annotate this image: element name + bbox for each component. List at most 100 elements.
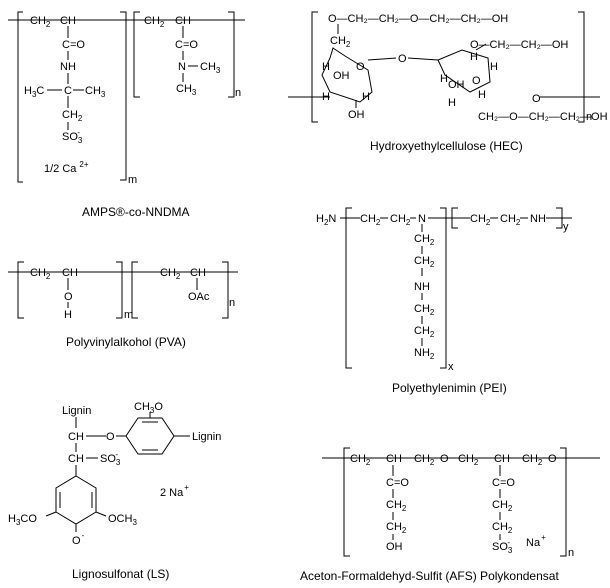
afs-o-mid: O (440, 453, 449, 465)
ls-so3: SO3- (100, 450, 121, 467)
afs-o-end: O (548, 453, 557, 465)
afs-ch2-1: CH2 (350, 453, 371, 467)
structure-amps-co-nndma: CH2 CH CH2 CH C=O NH H3C C CH3 CH2 SO3- … (8, 11, 245, 219)
pva-index-n: n (229, 297, 235, 309)
amps-n: N (178, 61, 186, 73)
pei-ch2-v4: CH2 (414, 325, 435, 339)
pva-ch2-a: CH2 (30, 267, 51, 281)
pei-ch2-v2: CH2 (414, 255, 435, 269)
pei-n-branch: N (418, 213, 426, 225)
afs-oh: OH (386, 541, 403, 553)
ls-och3: OCH3 (108, 513, 137, 527)
ls-h3co: H3CO (8, 513, 37, 527)
caption-ls: Lignosulfonat (LS) (72, 567, 169, 581)
pva-ch-a: CH (62, 267, 78, 279)
ls-lignin-right: Lignin (192, 431, 221, 443)
structure-pva: CH2 CH O H CH2 CH OAc m n Polyvinylalkoh… (8, 261, 238, 349)
hec-oh2: OH (348, 109, 365, 121)
afs-ch2-d: CH2 (492, 521, 513, 535)
caption-amps: AMPS®-co-NNDMA (82, 205, 190, 219)
afs-ch2-b: CH2 (386, 521, 407, 535)
afs-c-o-1: C=O (386, 477, 409, 489)
amps-ch2-a: CH2 (30, 15, 51, 29)
hec-top-chain: O—CH₂—CH₂—O—CH₂—CH₂—OH (328, 13, 508, 25)
pei-index-x: x (448, 361, 454, 373)
pei-ch2-4: CH2 (500, 213, 521, 227)
pva-ch-b: CH (190, 267, 206, 279)
ls-ch-2: CH (68, 453, 84, 465)
amps-ch-a: CH (60, 15, 76, 27)
afs-ch2-a: CH2 (386, 499, 407, 513)
hec-o-bridge: O (398, 53, 407, 65)
pva-ch2-b: CH2 (160, 267, 181, 281)
afs-ch2-o-2: CH2 (522, 453, 543, 467)
amps-ch3-right: CH3 (85, 85, 106, 99)
hec-o-ring2: O (472, 75, 481, 87)
structure-ls: Lignin CH O CH3O Lignin CH SO3- H3CO OCH… (8, 401, 221, 581)
pva-oac: OAc (188, 291, 210, 303)
afs-na: Na+ (526, 533, 546, 549)
hec-right-chain: O—CH₂—CH₂—OH (470, 39, 568, 51)
amps-index-n: n (235, 87, 241, 99)
structure-hec: O—CH₂—CH₂—O—CH₂—CH₂—OH CH2 H OH O H H OH… (288, 11, 608, 153)
hec-o-ring1: O (356, 61, 365, 73)
caption-pva: Polyvinylalkohol (PVA) (66, 335, 186, 349)
hec-h7: H (478, 89, 486, 101)
pva-o: O (64, 291, 73, 303)
ls-lignin-top: Lignin (62, 405, 91, 417)
hec-h3: H (362, 91, 370, 103)
hec-oh3: OH (448, 79, 465, 91)
amps-c-o-1: C=O (62, 39, 85, 51)
hec-h6: H (470, 51, 478, 63)
amps-so3: SO3- (62, 128, 83, 145)
structure-pei: H2N CH2 CH2 N CH2 CH2 NH CH2 CH2 NH CH2 … (316, 207, 572, 395)
afs-index-n: n (568, 547, 574, 559)
afs-so3: SO3- (492, 538, 513, 555)
afs-ch-1: CH (386, 453, 402, 465)
amps-ch2-c: CH2 (62, 109, 83, 123)
pei-ch2-v1: CH2 (414, 233, 435, 247)
pei-ch2-3: CH2 (470, 213, 491, 227)
hec-index-n: n (586, 111, 592, 123)
pei-index-y: y (563, 221, 569, 233)
afs-ch2-c: CH2 (492, 499, 513, 513)
pei-ch2-v3: CH2 (414, 303, 435, 317)
hec-ch2-top-left: CH2 (330, 35, 351, 49)
hec-h1: H (322, 61, 330, 73)
ls-o-link: O (106, 431, 115, 443)
afs-ch2-2: CH2 (458, 453, 479, 467)
amps-c-o-2: C=O (175, 39, 198, 51)
hec-o-right: O (532, 93, 541, 105)
ls-ch-1: CH (68, 431, 84, 443)
amps-nh: NH (60, 61, 76, 73)
pva-h: H (64, 309, 72, 321)
pei-nh-v: NH (414, 281, 430, 293)
amps-c-center: C (64, 85, 72, 97)
ls-o-minus: O- (72, 531, 85, 547)
ls-na: 2 Na+ (160, 483, 189, 499)
caption-hec: Hydroxyethylcellulose (HEC) (370, 139, 523, 153)
caption-afs: Aceton-Formaldehyd-Sulfit (AFS) Polykond… (300, 569, 559, 583)
hec-h2: H (322, 91, 330, 103)
amps-ch-b: CH (175, 15, 191, 27)
pei-ch2-2: CH2 (390, 213, 411, 227)
caption-pei: Polyethylenimin (PEI) (392, 381, 507, 395)
hec-oh1: OH (333, 70, 350, 82)
structure-afs: CH2 CH CH2 O CH2 CH CH2 O C=O CH2 CH2 OH… (300, 447, 600, 583)
afs-ch2-o-1: CH2 (414, 453, 435, 467)
ls-ch3o-top: CH3O (134, 401, 163, 415)
amps-h3c: H3C (24, 85, 44, 99)
pei-ch2-1: CH2 (360, 213, 381, 227)
pei-nh2: NH2 (414, 347, 435, 361)
afs-ch-2: CH (494, 453, 510, 465)
afs-c-o-2: C=O (492, 477, 515, 489)
hec-h4: H (440, 73, 448, 85)
hec-bottom-chain: CH₂—O—CH₂—CH₂—OH (478, 111, 608, 123)
pei-nh-chain: NH (530, 213, 546, 225)
amps-n-ch3-down: CH3 (176, 83, 197, 97)
pei-h2n: H2N (316, 213, 336, 227)
amps-index-m: m (128, 174, 137, 186)
amps-ch2-b: CH2 (144, 15, 165, 29)
